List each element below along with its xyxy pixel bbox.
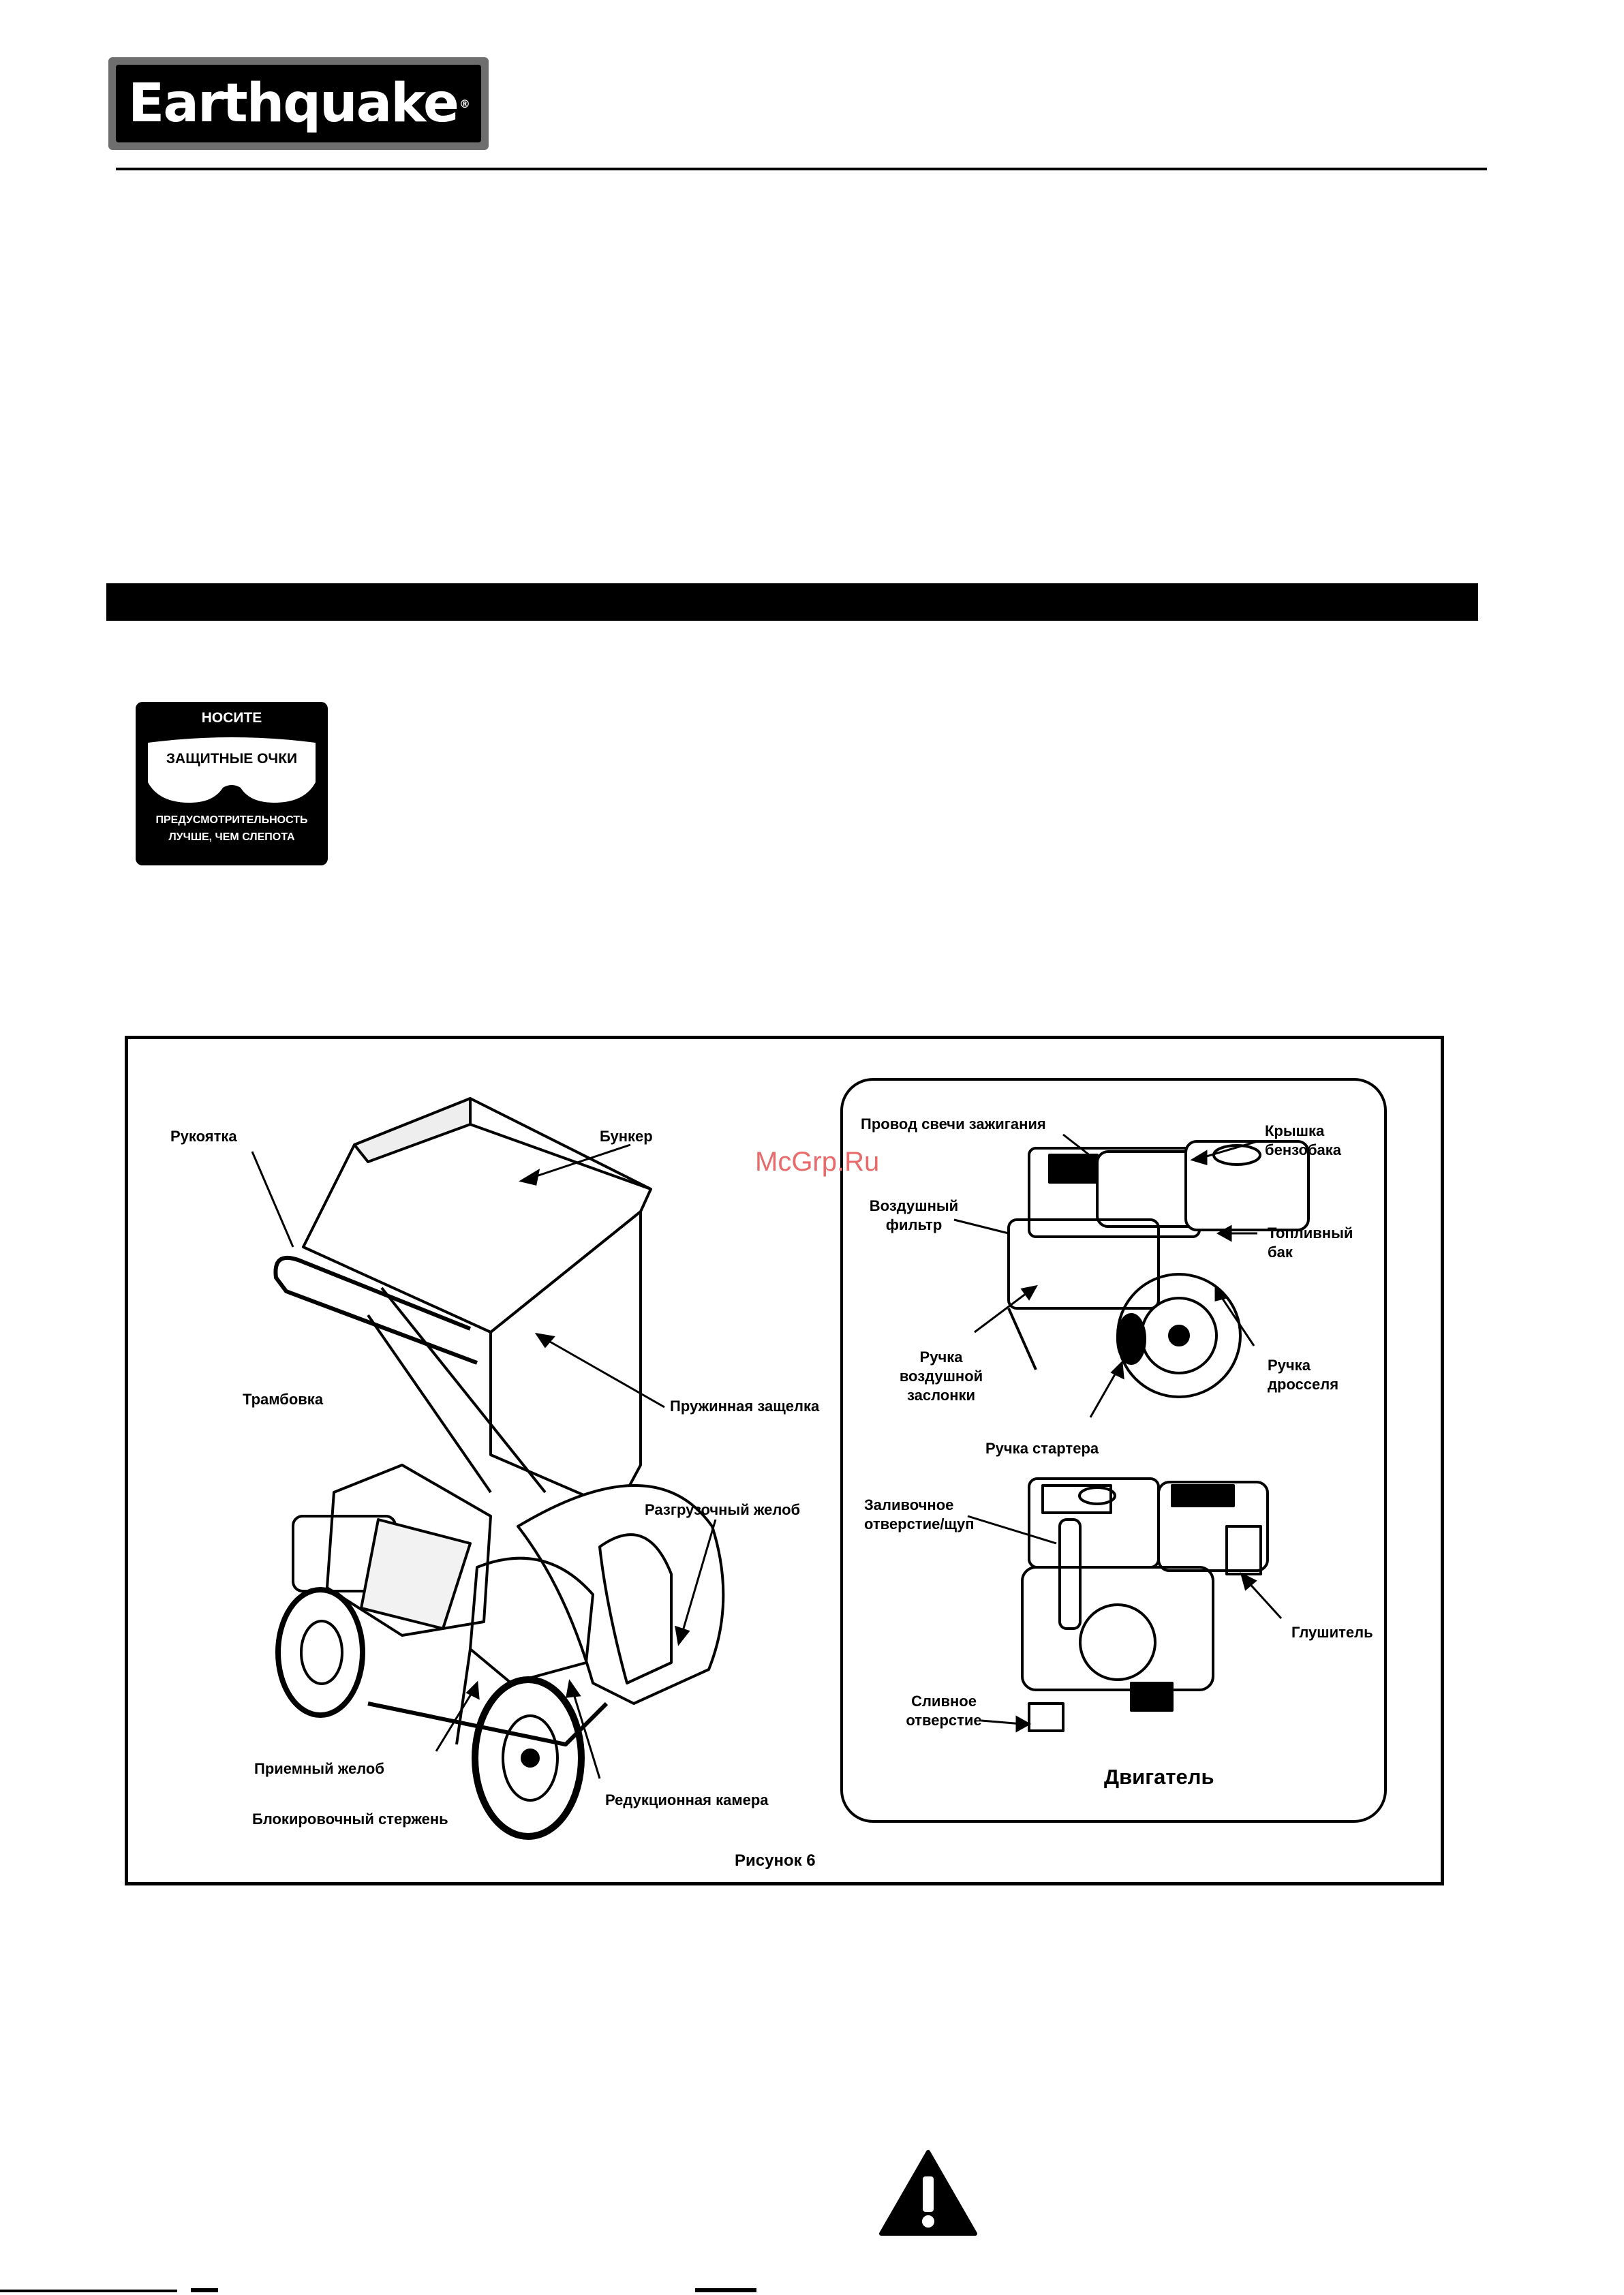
- engine-drawing-top: [1007, 1140, 1310, 1398]
- goggles-sign-line2: ЗАЩИТНЫЕ ОЧКИ: [166, 751, 298, 767]
- engine-leader-lines: [953, 1133, 1283, 1733]
- engine-drawing-bottom: [1021, 1477, 1269, 1732]
- engine-caption: Двигатель: [1104, 1765, 1214, 1789]
- chipper-drawing: [273, 1097, 725, 1840]
- header-rule: [116, 168, 1487, 170]
- label-throttle-lever: Ручка дросселя: [1268, 1357, 1339, 1393]
- label-muffler: Глушитель: [1291, 1624, 1373, 1641]
- watermark: McGrp.Ru: [755, 1147, 880, 1177]
- label-hopper: Бункер: [600, 1128, 653, 1145]
- engine-panel: [840, 1078, 1387, 1823]
- goggles-icon: [148, 737, 316, 803]
- label-handle: Рукоятка: [170, 1128, 237, 1145]
- label-spring-latch: Пружинная защелка: [670, 1398, 820, 1415]
- brand-logo-plate: Earthquake®: [116, 65, 481, 142]
- label-choke-lever: Ручка воздушной заслонки: [899, 1349, 983, 1404]
- label-drain: Сливное отверстие: [906, 1693, 982, 1729]
- safety-goggles-sign: НОСИТЕ ЗАЩИТНЫЕ ОЧКИ ПРЕДУСМОТРИТЕЛЬНОСТ…: [136, 702, 328, 865]
- goggles-sign-line3: ПРЕДУСМОТРИТЕЛЬНОСТЬ: [155, 814, 308, 826]
- goggles-sign-line4: ЛУЧШЕ, ЧЕМ СЛЕПОТА: [168, 831, 295, 843]
- label-oil-fill: Заливочное отверстие/щуп: [864, 1496, 975, 1532]
- label-feed-chute: Приемный желоб: [254, 1760, 384, 1777]
- goggles-sign-line1: НОСИТЕ: [201, 710, 262, 726]
- label-fuel-cap: Крышка бензобака: [1265, 1122, 1342, 1158]
- label-lock-rod: Блокировочный стержень: [252, 1811, 448, 1828]
- page-bottom-strip: [0, 2288, 756, 2292]
- brand-logo: Earthquake®: [108, 57, 489, 150]
- chipper-leader-lines: [251, 1143, 717, 1779]
- registered-mark: ®: [459, 97, 470, 110]
- label-air-filter: Воздушный фильтр: [869, 1197, 959, 1233]
- label-fuel-tank: Топливный бак: [1268, 1224, 1353, 1261]
- figure-caption: Рисунок 6: [735, 1851, 816, 1870]
- brand-name: Earthquake: [128, 73, 459, 134]
- label-starter-handle: Ручка стартера: [985, 1440, 1099, 1457]
- label-discharge-chute: Разгрузочный желоб: [645, 1501, 801, 1518]
- label-spark-plug-wire: Провод свечи зажигания: [861, 1115, 1046, 1133]
- label-tamper: Трамбовка: [243, 1391, 324, 1408]
- label-reduction-chamber: Редукционная камера: [605, 1791, 769, 1808]
- section-heading-bar: [106, 583, 1478, 621]
- warning-icon: [879, 2150, 977, 2236]
